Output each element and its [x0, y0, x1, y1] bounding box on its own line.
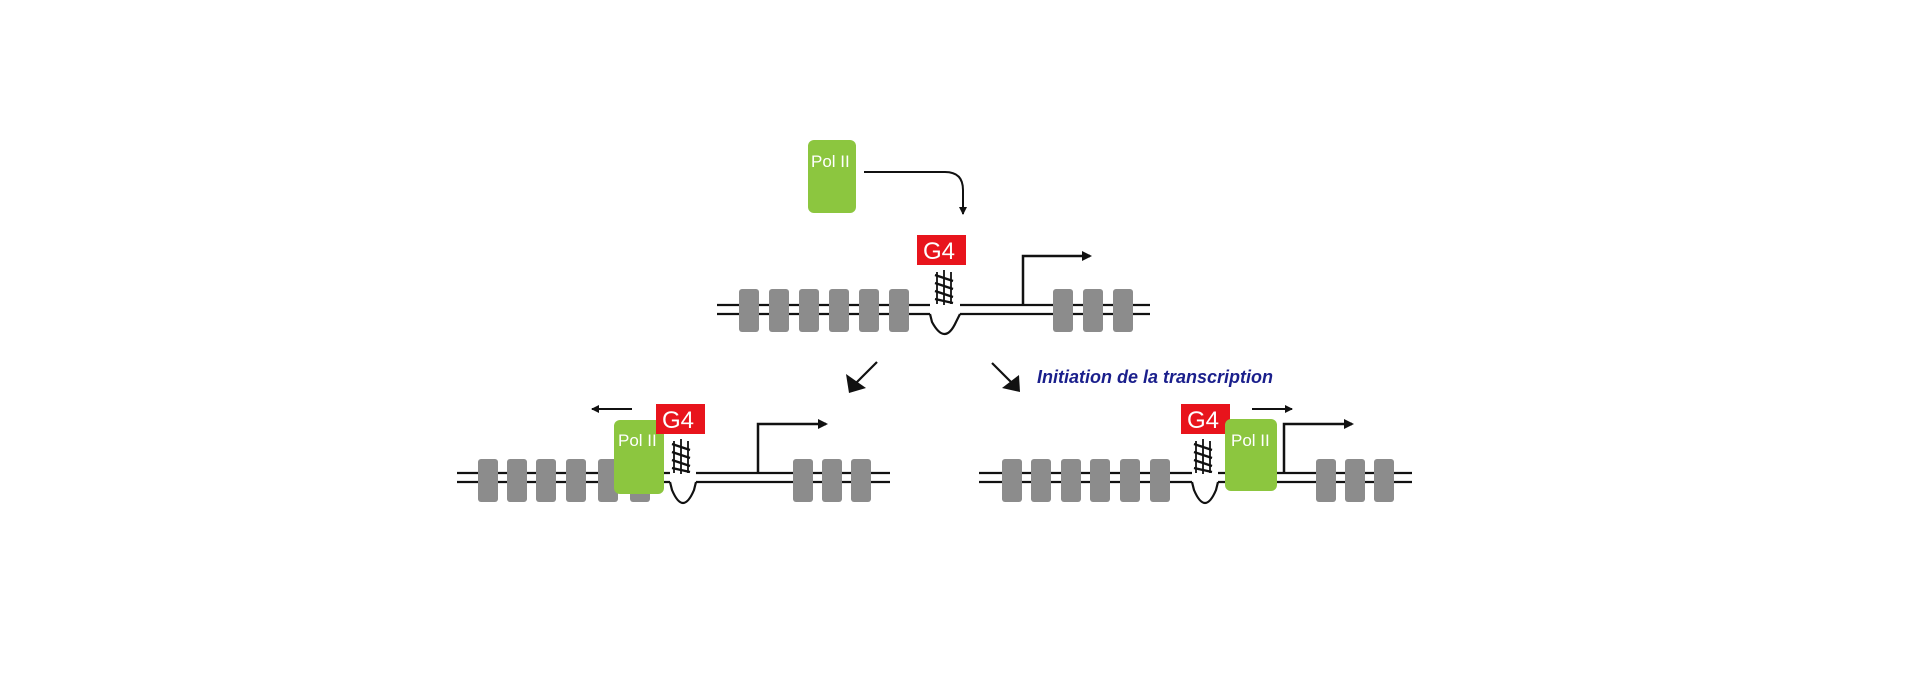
g4-badge-right: G4	[1181, 404, 1230, 434]
nucleosome	[1083, 289, 1103, 332]
nucleosome	[822, 459, 842, 502]
pathway-arrow-right	[991, 362, 1013, 384]
g-quadruplex-icon	[1192, 439, 1214, 475]
nucleosome	[1120, 459, 1140, 502]
nucleosomes-top	[739, 289, 1133, 332]
nucleosome	[1053, 289, 1073, 332]
nucleosome	[1374, 459, 1394, 502]
nucleosome	[1002, 459, 1022, 502]
g4-label: G4	[923, 238, 955, 265]
nucleosome	[829, 289, 849, 332]
g4-badge-top: G4	[917, 235, 966, 265]
nucleosome	[1150, 459, 1170, 502]
transcription-start-arrow-icon	[1021, 251, 1092, 305]
transcription-start-arrow-icon	[756, 419, 828, 473]
pol2-box	[808, 140, 856, 213]
nucleosome	[739, 289, 759, 332]
nucleosome	[478, 459, 498, 502]
nucleosome	[1031, 459, 1051, 502]
initiation-caption: Initiation de la transcription	[1037, 367, 1273, 387]
recruitment-arrow	[864, 171, 967, 215]
nucleosome	[1345, 459, 1365, 502]
pol2-elongating: Pol II	[1225, 419, 1277, 491]
nucleosome	[1316, 459, 1336, 502]
nucleosome	[507, 459, 527, 502]
nucleosome	[889, 289, 909, 332]
nucleosome	[598, 459, 618, 502]
nucleosome	[769, 289, 789, 332]
pathway-arrow-left-head	[846, 374, 866, 393]
pol2-label: Pol II	[1231, 431, 1270, 450]
g-quadruplex-icon	[670, 439, 692, 475]
nucleosome	[859, 289, 879, 332]
bottom-right-panel: G4 Pol II	[979, 404, 1412, 505]
g-quadruplex-icon	[933, 270, 955, 305]
pol2-stalled: Pol II	[614, 420, 664, 494]
nucleosome	[793, 459, 813, 502]
g4-label: G4	[1187, 407, 1219, 434]
g4-label: G4	[662, 407, 694, 434]
g4-badge-left: G4	[656, 404, 705, 434]
nucleosome	[851, 459, 871, 502]
pol2-label: Pol II	[811, 152, 850, 171]
nucleosome	[1090, 459, 1110, 502]
bottom-left-panel: Pol II G4	[457, 404, 890, 505]
nucleosome	[799, 289, 819, 332]
pathway-arrow-right-head	[1002, 375, 1020, 392]
pathway-arrow-left	[854, 361, 878, 385]
nucleosome	[1113, 289, 1133, 332]
top-panel: Pol II	[717, 140, 1150, 336]
pol2-label: Pol II	[618, 431, 657, 450]
pol2-free: Pol II	[808, 140, 856, 213]
nucleosomes-right	[1002, 459, 1394, 502]
transcription-start-arrow-icon	[1282, 419, 1354, 473]
nucleosome	[566, 459, 586, 502]
nucleosome	[1061, 459, 1081, 502]
nucleosome	[536, 459, 556, 502]
